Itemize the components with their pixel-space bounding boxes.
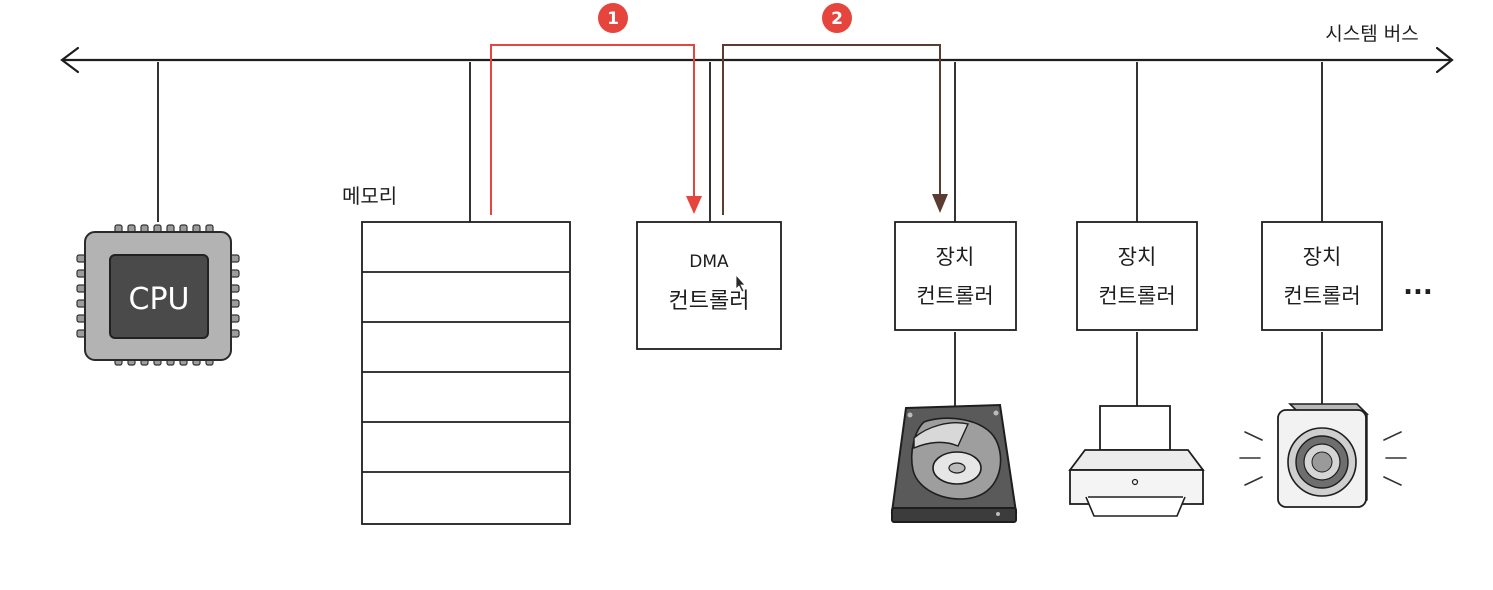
memory-label: 메모리 [342,184,397,208]
device-controller-disk-line2: 컨트롤러 [916,284,993,308]
step-number-2: 2 [831,9,843,29]
bus-connectors [157,62,1323,410]
device-controller-printer-line2: 컨트롤러 [1098,284,1175,308]
device-controller-speaker-line2: 컨트롤러 [1283,284,1360,308]
device-controller-speaker-line1: 장치 [1303,245,1342,269]
memory-block [361,221,571,525]
system-bus-label: 시스템 버스 [1325,23,1418,45]
step-number-1: 1 [607,9,619,29]
dma-label: DMA [689,252,729,272]
hard-disk-icon [890,403,1018,523]
transfer-path-1 [490,44,702,215]
device-controller-printer-line1: 장치 [1118,245,1157,269]
mouse-cursor-icon [735,273,746,293]
device-controller-disk [894,221,1017,331]
device-controller-disk-line1: 장치 [936,245,975,269]
dma-controller-label: 컨트롤러 [669,289,750,314]
step-badge-1: 1 [598,3,628,33]
transfer-path-2 [722,44,948,215]
step-badge-2: 2 [822,3,852,33]
device-controller-printer [1076,221,1198,331]
speaker-icon [1239,403,1407,508]
cpu-chip-icon [76,224,240,366]
printer-icon [1068,405,1205,517]
cpu-label: CPU [129,282,190,317]
dma-controller [636,221,782,350]
device-controller-speaker [1261,221,1383,331]
system-bus [60,46,1454,74]
more-ellipsis: ... [1403,271,1433,301]
